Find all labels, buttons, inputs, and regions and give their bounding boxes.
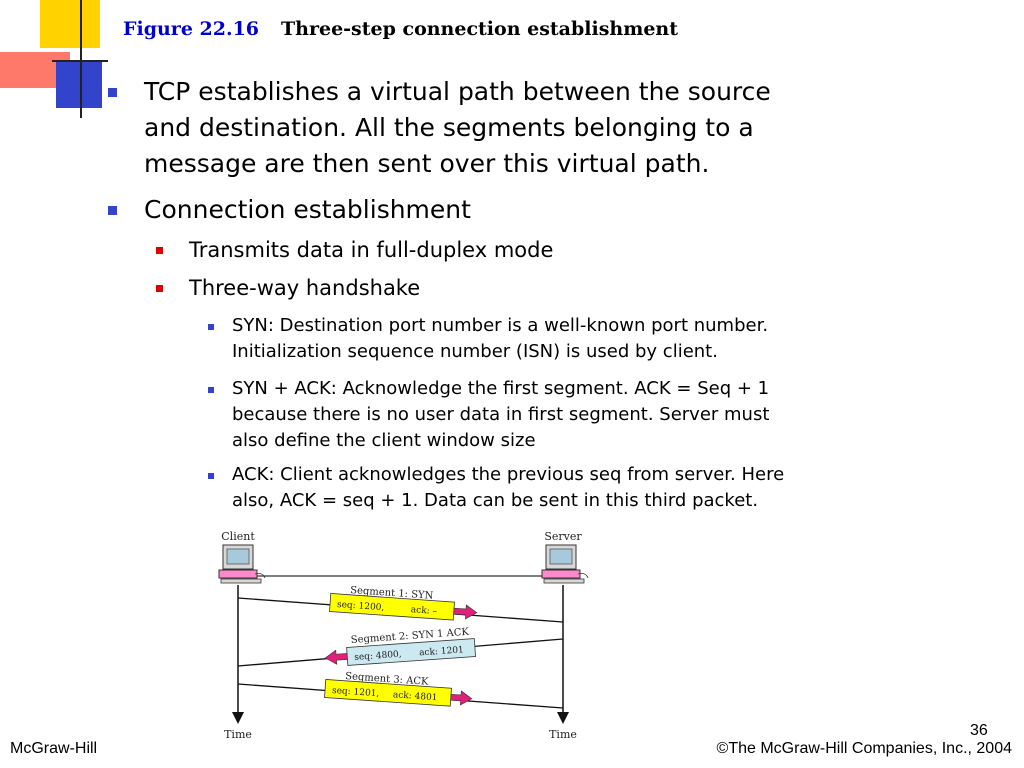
bullet-marker xyxy=(108,88,117,97)
figure-label: Figure 22.16 xyxy=(123,18,260,40)
client-computer-icon xyxy=(218,544,266,584)
segment-1-ack: ack: – xyxy=(410,605,437,617)
bullet-line: also define the client window size xyxy=(232,430,536,451)
segment-2-seq: seq: 4800, xyxy=(354,650,402,663)
figure-caption: Three-step connection establishment xyxy=(281,18,679,40)
bullet-marker xyxy=(208,387,214,393)
bullet-marker xyxy=(156,247,163,254)
page-number: 36 xyxy=(970,722,988,739)
bullet-marker xyxy=(208,473,214,479)
bullet-marker xyxy=(208,324,214,330)
bullet-line: Connection establishment xyxy=(144,195,471,224)
server-label: Server xyxy=(544,530,582,543)
bullet-line: TCP establishes a virtual path between t… xyxy=(144,77,771,106)
segment-3: Segment 3: ACK seq: 1201, ack: 4801 xyxy=(237,671,564,709)
handshake-diagram: Client Server Time Time Segment 1: SYN s… xyxy=(218,530,589,741)
bullet-line: Transmits data in full-duplex mode xyxy=(189,238,554,262)
bullet-marker xyxy=(108,206,117,215)
decor-horizontal-line xyxy=(52,60,108,62)
segment-3-seq: seq: 1201, xyxy=(332,686,380,699)
bullet-line: Initialization sequence number (ISN) is … xyxy=(232,341,718,362)
segment-2-ack: ack: 1201 xyxy=(419,645,464,658)
bullet-line: message are then sent over this virtual … xyxy=(144,149,710,178)
segment-1-arrow-icon xyxy=(453,604,478,620)
bullet-marker xyxy=(156,285,163,292)
decor-blue-square xyxy=(56,62,102,108)
footer-copyright: ©The McGraw-Hill Companies, Inc., 2004 xyxy=(716,740,1012,757)
bullet-line: SYN: Destination port number is a well-k… xyxy=(232,315,769,336)
time-label-left: Time xyxy=(224,728,252,741)
client-label: Client xyxy=(221,530,255,543)
slide-title: Figure 22.16 Three-step connection establ… xyxy=(123,18,678,40)
segment-3-arrow-icon xyxy=(450,690,473,706)
bullet-line: SYN + ACK: Acknowledge the first segment… xyxy=(232,378,770,399)
time-label-right: Time xyxy=(549,728,577,741)
bullet-line: ACK: Client acknowledges the previous se… xyxy=(232,464,785,485)
bullet-line: Three-way handshake xyxy=(189,276,421,300)
bullet-line: because there is no user data in first s… xyxy=(232,404,770,425)
segment-3-ack: ack: 4801 xyxy=(393,690,438,703)
bullet-line: and destination. All the segments belong… xyxy=(144,113,754,142)
bullet-line: also, ACK = seq + 1. Data can be sent in… xyxy=(232,490,759,511)
decor-vertical-line xyxy=(80,0,82,118)
segment-1: Segment 1: SYN seq: 1200, ack: – xyxy=(237,585,564,623)
segment-2: Segment 2: SYN 1 ACK seq: 4800, ack: 120… xyxy=(237,627,564,667)
segment-1-seq: seq: 1200, xyxy=(337,600,385,613)
segment-2-arrow-icon xyxy=(324,649,348,665)
server-computer-icon xyxy=(541,544,589,584)
footer-publisher: McGraw-Hill xyxy=(10,740,98,757)
decor-yellow-square xyxy=(40,0,100,48)
